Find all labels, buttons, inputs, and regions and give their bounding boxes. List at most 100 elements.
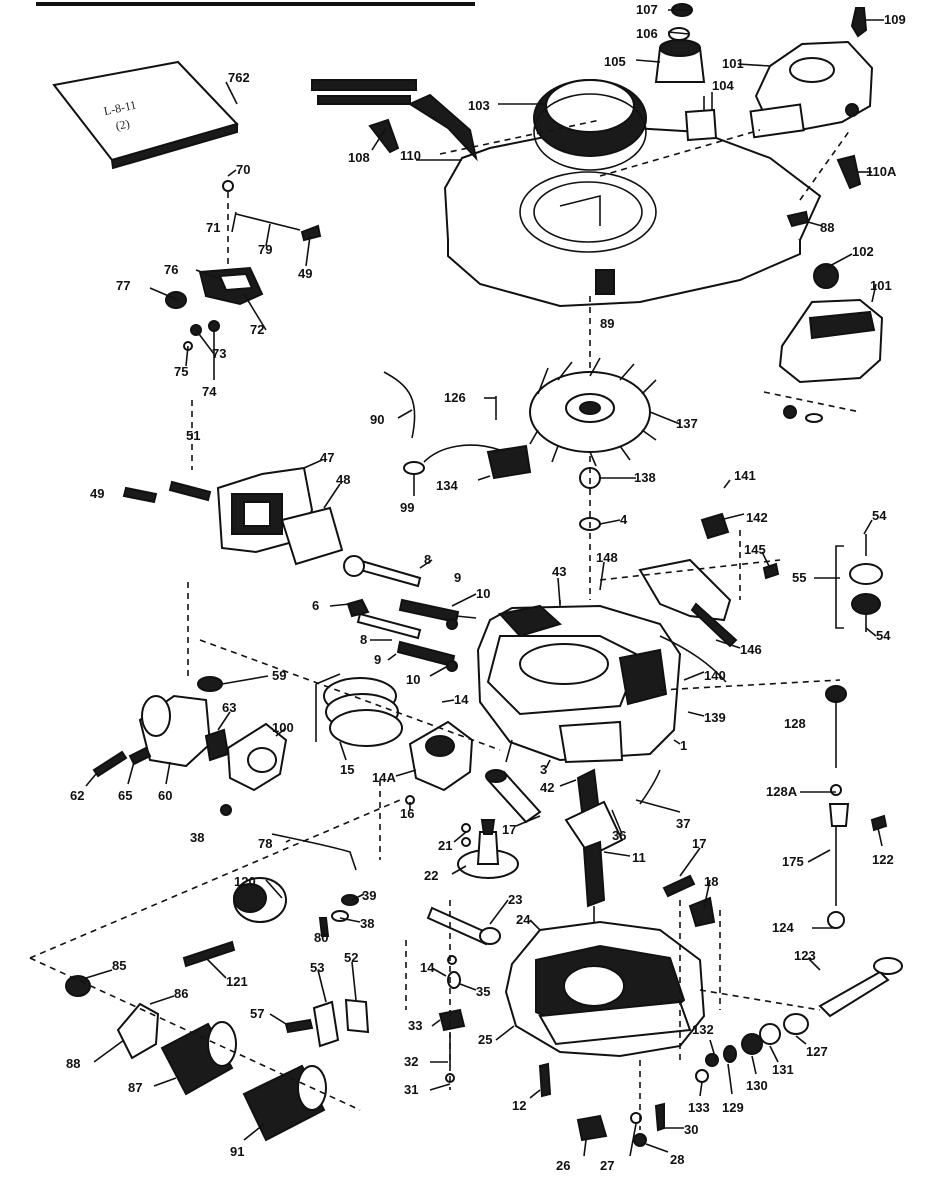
label-9: 9 [454,570,461,585]
label-23: 23 [508,892,522,907]
label-99: 99 [400,500,414,515]
label-49: 49 [90,486,104,501]
crank-side-bolts [639,769,716,928]
label-145: 145 [744,542,766,557]
label-73: 73 [212,346,226,361]
label-130: 130 [746,1078,768,1093]
label-123: 123 [794,948,816,963]
label-17b: 17 [692,836,706,851]
label-74: 74 [202,384,217,399]
label-120: 120 [234,874,256,889]
label-47: 47 [320,450,334,465]
label-16: 16 [400,806,414,821]
label-100: 100 [272,720,294,735]
label-109: 109 [884,12,906,27]
label-9b: 9 [374,652,381,667]
governor-lever-assembly [638,512,780,683]
label-4: 4 [620,512,628,527]
label-88: 88 [820,220,834,235]
flywheel-nut-washer [579,467,601,531]
label-124: 124 [772,920,794,935]
fuel-filter [182,877,330,968]
label-63: 63 [222,700,236,715]
label-43: 43 [552,564,566,579]
label-26: 26 [556,1158,570,1173]
base-hardware [538,1062,665,1147]
label-51: 51 [186,428,200,443]
label-70: 70 [236,162,250,177]
label-105: 105 [604,54,626,69]
label-128a: 128A [766,784,798,799]
label-53: 53 [310,960,324,975]
starter-rope-ring [533,79,647,171]
housing-screws [368,118,862,228]
label-101b: 101 [870,278,892,293]
label-91: 91 [230,1144,244,1159]
assembly-guide-lines [29,119,851,1130]
flywheel [529,357,657,467]
owners-manual: L-8-11 (2) [52,60,239,170]
carburetor [122,400,344,566]
label-76: 76 [164,262,178,277]
label-103: 103 [468,98,490,113]
label-88b: 88 [66,1056,80,1071]
label-140: 140 [704,668,726,683]
label-10: 10 [476,586,490,601]
crankshaft [564,768,624,940]
camshaft-gear [457,819,519,879]
label-28: 28 [670,1152,684,1167]
engine-block [476,604,682,764]
label-129: 129 [722,1100,744,1115]
label-175: 175 [782,854,804,869]
label-57: 57 [250,1006,264,1021]
label-18: 18 [704,874,718,889]
label-1: 1 [680,738,687,753]
label-55: 55 [792,570,806,585]
label-11: 11 [632,850,646,865]
manual-text-line-2: (2) [114,116,131,133]
air-filter-elements [65,975,327,1142]
label-137: 137 [676,416,698,431]
label-31: 31 [404,1082,418,1097]
air-cleaner [763,263,884,423]
label-86: 86 [174,986,188,1001]
label-54b: 54 [876,628,891,643]
label-108: 108 [348,150,370,165]
label-24: 24 [516,912,531,927]
label-121: 121 [226,974,248,989]
label-79: 79 [258,242,272,257]
label-141: 141 [734,468,756,483]
label-10b: 10 [406,672,420,687]
label-132: 132 [692,1022,714,1037]
label-77: 77 [116,278,130,293]
label-80: 80 [314,930,328,945]
label-148: 148 [596,550,618,565]
label-30: 30 [684,1122,698,1137]
label-42: 42 [540,780,554,795]
manual-text-line-1: L-8-11 [102,98,137,119]
oil-fill-parts [695,957,903,1083]
starter-cup [749,7,874,139]
piston-and-rings [315,673,474,805]
label-21: 21 [438,838,452,853]
label-90: 90 [370,412,384,427]
label-134: 134 [436,478,458,493]
label-6: 6 [312,598,319,613]
label-72: 72 [250,322,264,337]
label-3: 3 [540,762,547,777]
label-59: 59 [272,668,286,683]
label-102: 102 [852,244,874,259]
label-14b: 14 [420,960,435,975]
label-32: 32 [404,1054,418,1069]
part-number-labels: 762 107 106 105 104 103 102 101 101 108 … [66,2,906,1173]
label-127: 127 [806,1044,828,1059]
label-14: 14 [454,692,469,707]
dipstick-tube [825,685,888,929]
leader-lines [85,9,884,1157]
label-138: 138 [634,470,656,485]
ignition-module [383,371,532,480]
governor-rod-23 [426,906,501,946]
label-37: 37 [676,816,690,831]
label-14a: 14A [372,770,396,785]
label-25: 25 [478,1032,492,1047]
